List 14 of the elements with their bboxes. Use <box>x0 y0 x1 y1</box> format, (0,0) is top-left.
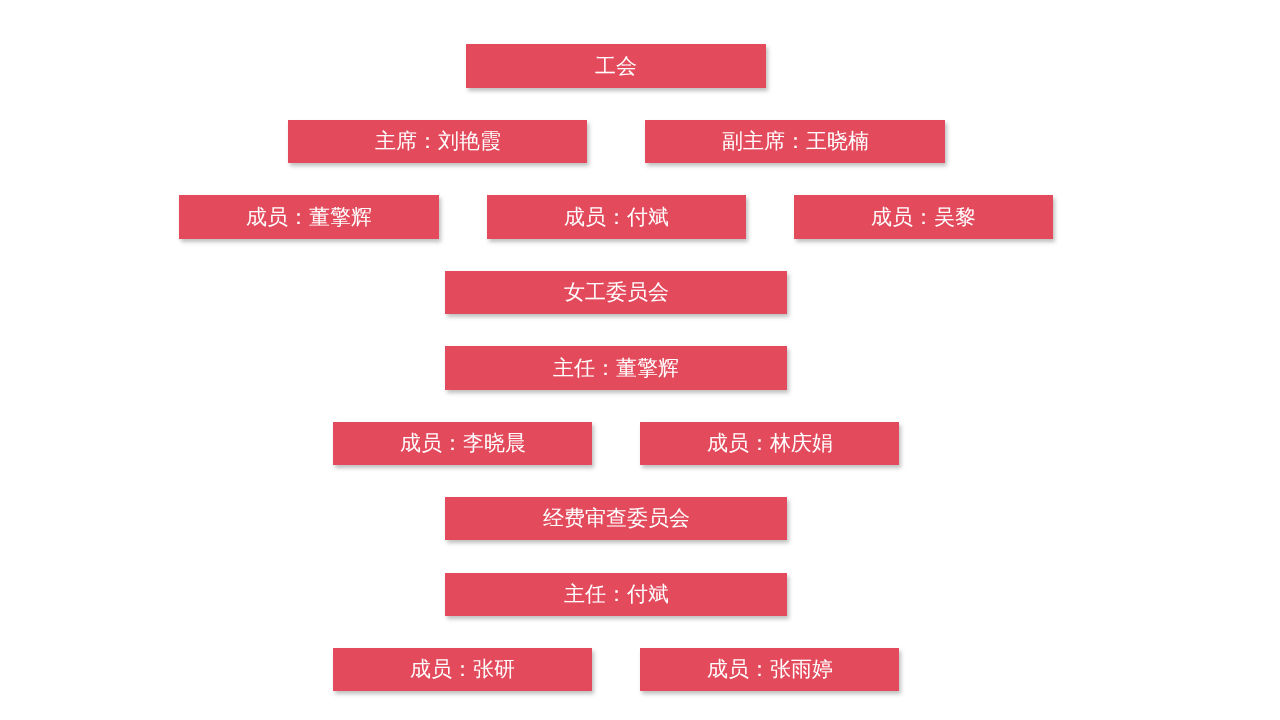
org-box: 主席：刘艳霞 <box>288 120 587 163</box>
org-box: 成员：付斌 <box>487 195 746 239</box>
org-box: 成员：吴黎 <box>794 195 1053 239</box>
org-box: 成员：李晓晨 <box>333 422 592 465</box>
org-box: 成员：张雨婷 <box>640 648 899 691</box>
org-box: 成员：董擎辉 <box>179 195 439 239</box>
org-box: 成员：张研 <box>333 648 592 691</box>
org-box: 成员：林庆娟 <box>640 422 899 465</box>
org-box: 主任：付斌 <box>445 573 787 616</box>
org-box: 女工委员会 <box>445 271 787 314</box>
org-box: 主任：董擎辉 <box>445 346 787 390</box>
org-box: 副主席：王晓楠 <box>645 120 945 163</box>
org-box: 工会 <box>466 44 766 88</box>
org-box: 经费审查委员会 <box>445 497 787 540</box>
